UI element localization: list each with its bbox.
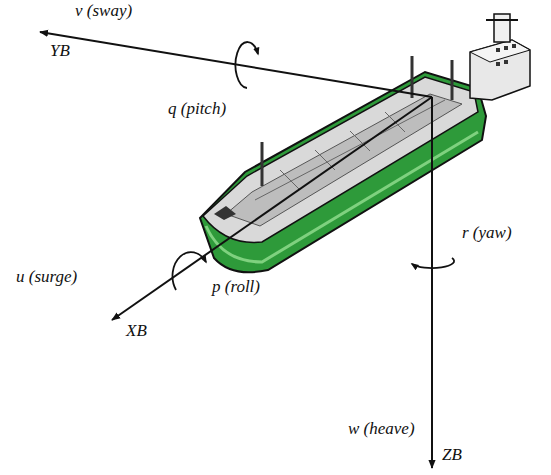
axis-rate-label: v (sway) xyxy=(75,2,132,21)
bow-fitting xyxy=(214,206,236,220)
axis-name: XB xyxy=(126,322,147,341)
ship-hull xyxy=(200,72,486,272)
ship-superstructure xyxy=(470,14,530,100)
hatch-lines xyxy=(255,100,445,200)
axis-rate-label: p (roll) xyxy=(212,278,260,297)
axis-name: YB xyxy=(50,42,70,61)
body-axes xyxy=(40,32,432,468)
axis-name: ZB xyxy=(442,446,462,465)
axis-rate-label: r (yaw) xyxy=(462,224,512,243)
rotation-arrows xyxy=(173,42,455,290)
ship-masts xyxy=(262,56,452,186)
axis-rate-label: u (surge) xyxy=(16,268,77,287)
axis-rate-label: q (pitch) xyxy=(168,100,226,119)
axis-rate-label: w (heave) xyxy=(348,420,415,439)
cargo-deck xyxy=(226,94,462,226)
